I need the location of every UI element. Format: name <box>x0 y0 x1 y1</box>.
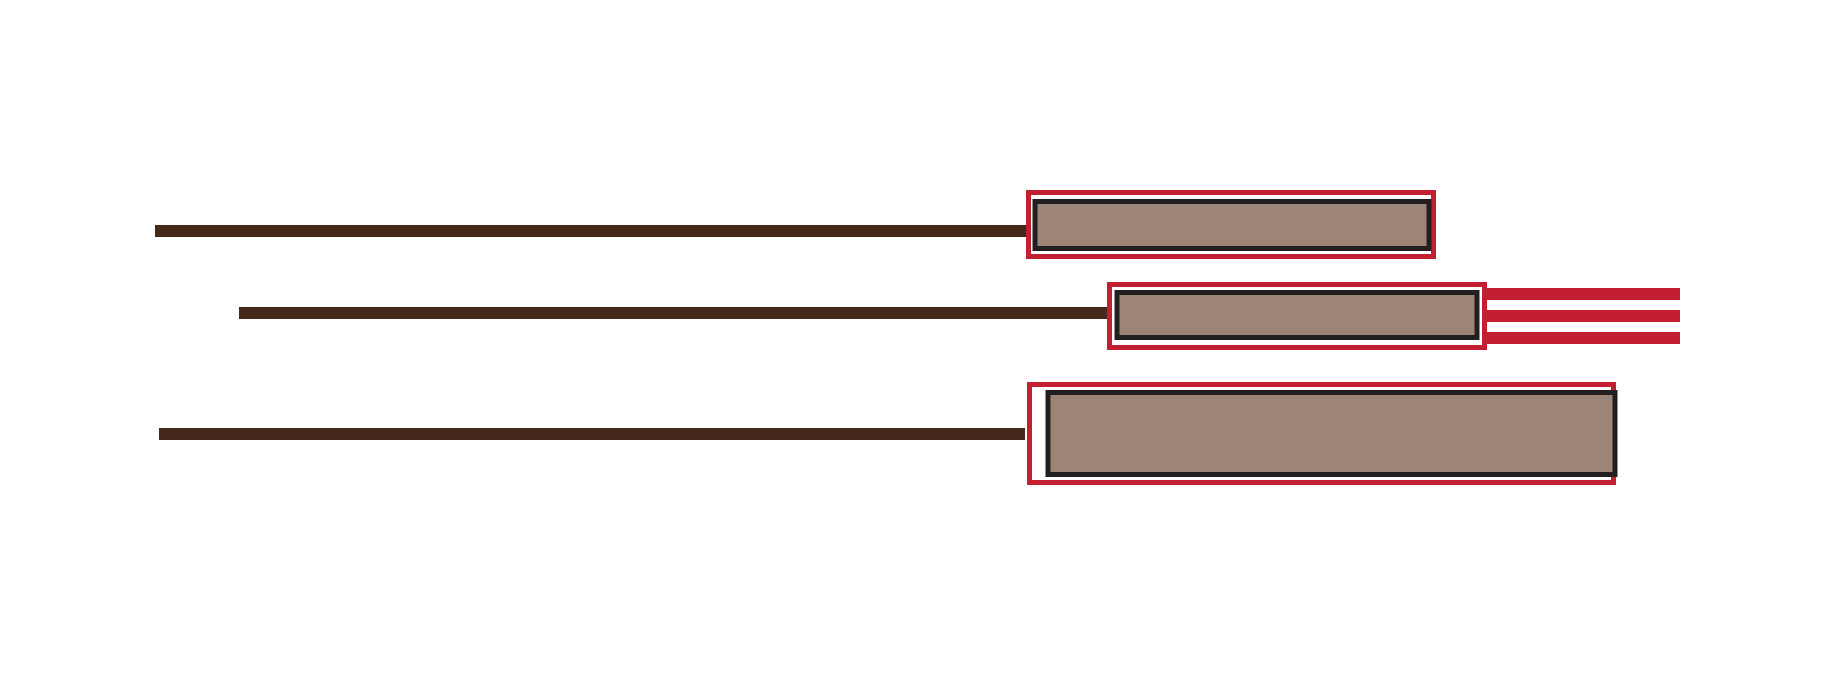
body-1 <box>1032 199 1432 251</box>
terminal-3 <box>1486 332 1680 344</box>
component-2 <box>239 282 1680 350</box>
highlight-box-1 <box>1026 190 1436 259</box>
component-1 <box>155 190 1436 259</box>
shaft-1 <box>155 225 1027 237</box>
terminal-2 <box>1486 310 1680 322</box>
component-3 <box>159 382 1618 485</box>
shaft-3 <box>159 428 1025 440</box>
highlight-box-2 <box>1107 282 1487 350</box>
body-2 <box>1114 290 1480 340</box>
shaft-2 <box>239 307 1108 319</box>
terminal-1 <box>1486 288 1680 300</box>
body-3 <box>1045 390 1618 477</box>
